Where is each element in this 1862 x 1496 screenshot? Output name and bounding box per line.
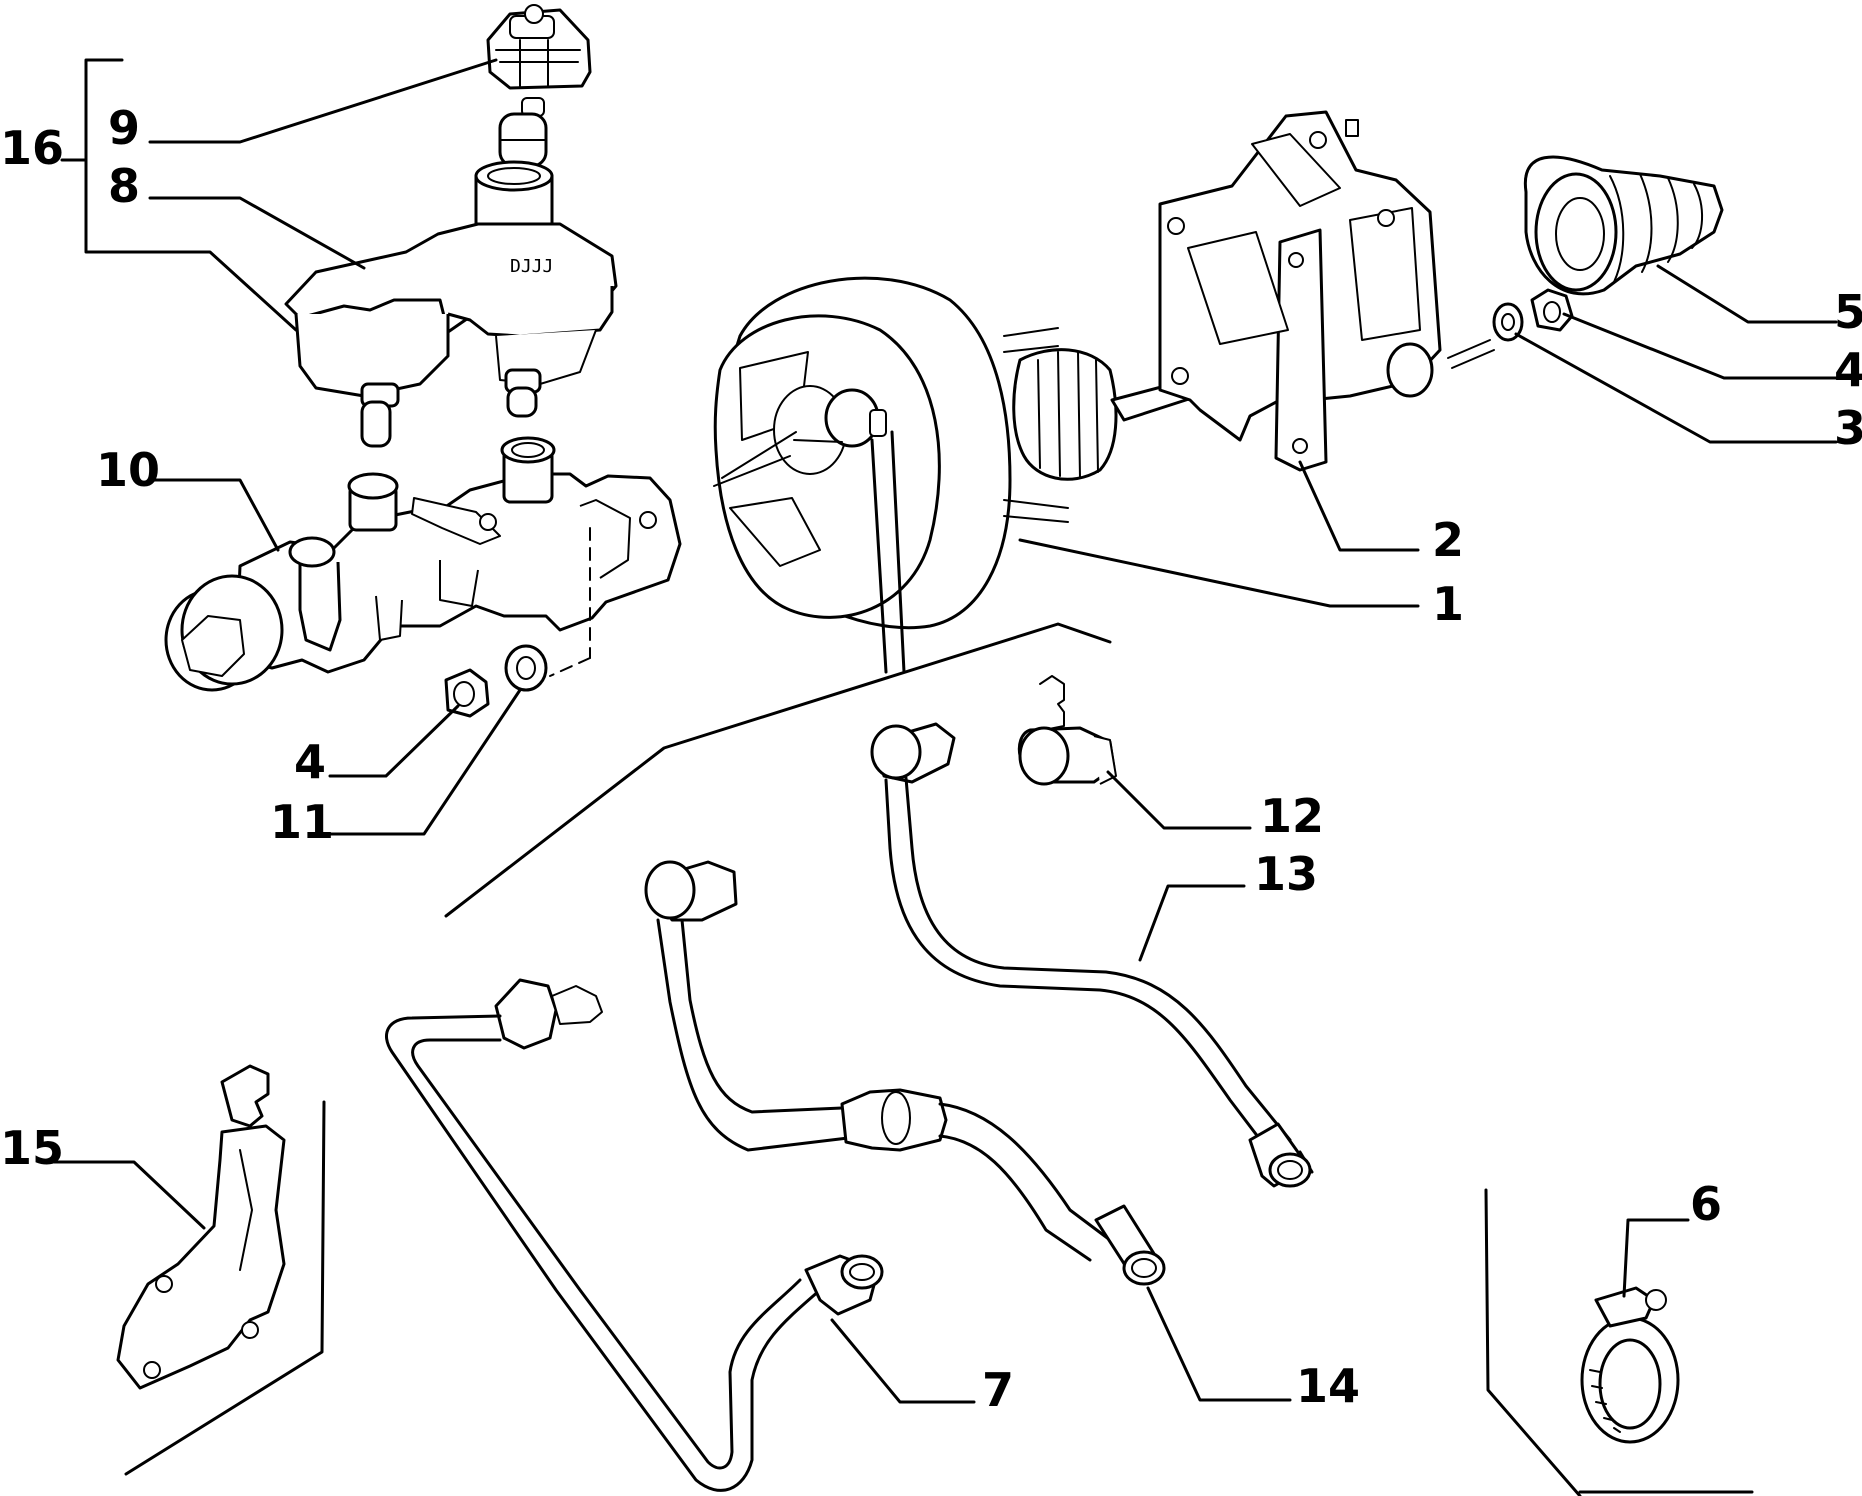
leader-8	[148, 196, 366, 270]
leader-5	[1656, 264, 1838, 324]
label-15: 15	[0, 1121, 64, 1175]
divider-line-top	[444, 622, 1112, 918]
leader-14	[1146, 1286, 1292, 1402]
leader-11	[328, 688, 522, 836]
svg-text:DJJJ: DJJJ	[510, 256, 553, 277]
leader-2	[1298, 460, 1420, 552]
nut-part-lower	[444, 668, 490, 718]
label-2: 2	[1432, 513, 1464, 567]
reservoir-cap-part	[486, 4, 592, 90]
leader-16-bracket	[84, 58, 124, 254]
label-12: 12	[1260, 789, 1324, 843]
leader-16-lower	[120, 250, 298, 332]
leader-4-upper	[1562, 312, 1838, 380]
vacuum-pipe-7-part	[385, 978, 884, 1492]
leader-13	[1138, 884, 1246, 962]
leader-3	[1514, 332, 1838, 444]
divider-line-left	[124, 1100, 326, 1476]
vacuum-hose-13-part	[870, 722, 1314, 1188]
reservoir-float-part	[498, 97, 548, 168]
booster-indicator-line-b	[890, 430, 906, 674]
brake-booster-part	[713, 276, 1232, 630]
leader-10	[148, 478, 280, 552]
leader-4-lower	[328, 704, 460, 778]
hose-clamp-part	[1580, 1286, 1680, 1444]
fluid-reservoir-part: DJJJ	[284, 160, 618, 448]
leader-1	[1018, 538, 1420, 608]
leader-9	[148, 58, 498, 144]
label-13: 13	[1254, 847, 1318, 901]
label-8: 8	[108, 159, 140, 213]
label-5: 5	[1834, 285, 1862, 339]
leader-15	[52, 1160, 206, 1230]
label-11: 11	[270, 795, 334, 849]
label-4-upper: 4	[1834, 343, 1862, 397]
label-1: 1	[1432, 577, 1464, 631]
washer-part-upper	[1492, 302, 1524, 342]
leader-6	[1622, 1218, 1690, 1298]
label-14: 14	[1296, 1359, 1360, 1413]
label-7: 7	[982, 1363, 1014, 1417]
check-valve-part	[1017, 675, 1117, 786]
label-3: 3	[1834, 401, 1862, 455]
master-cylinder-stud-line-end	[549, 657, 591, 677]
nut-part-upper	[1530, 288, 1574, 332]
label-6: 6	[1690, 1177, 1722, 1231]
leader-12	[1106, 770, 1252, 830]
label-10: 10	[96, 443, 160, 497]
vacuum-hose-14-part	[644, 860, 1166, 1286]
washer-part-lower	[504, 644, 548, 692]
label-4-lower: 4	[294, 735, 326, 789]
pipe-clip-bracket-part	[116, 1064, 286, 1390]
booster-indicator-line-a	[870, 438, 888, 674]
leader-7	[830, 1318, 976, 1404]
master-cylinder-part	[164, 436, 682, 692]
label-9: 9	[108, 101, 140, 155]
leader-lines	[52, 58, 1838, 1496]
booster-bracket-part	[1158, 110, 1495, 472]
rubber-boot-part	[1523, 155, 1724, 296]
divider-line-right	[1484, 1188, 1582, 1496]
label-16: 16	[0, 121, 64, 175]
